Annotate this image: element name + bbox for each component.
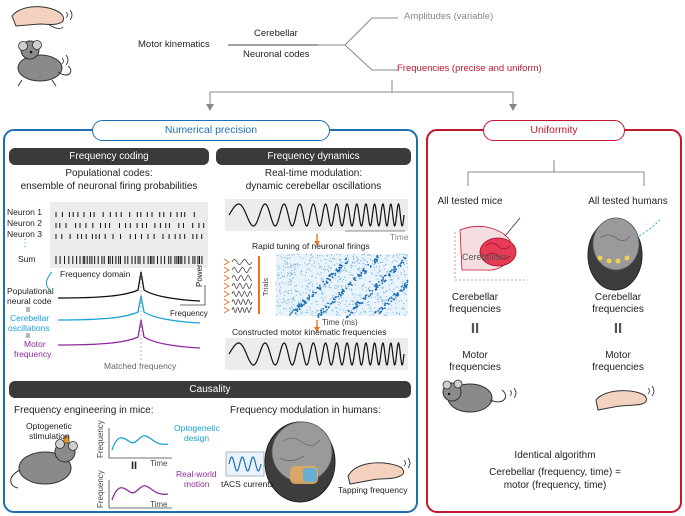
frequency-domain-label: Frequency domain	[60, 269, 131, 279]
human-cereb-freq-label-2: frequencies	[592, 304, 644, 315]
uniformity-title: Uniformity	[483, 120, 625, 141]
frequencies-label: Frequencies (precise and uniform)	[397, 63, 542, 74]
mouse-cereb-freq-label-1: Cerebellar	[451, 292, 499, 303]
hand-uniformity-icon	[595, 385, 655, 411]
human-motor-freq-label-1: Motor	[605, 350, 631, 361]
neuronal-codes-label: Neuronal codes	[243, 49, 310, 60]
identical-algorithm-label: Identical algorithm	[514, 450, 596, 461]
optogenetic-stimulation-label-1: Optogenetic	[26, 421, 72, 431]
formula-line-2: motor (frequency, time)	[503, 480, 607, 491]
pop-code-label-2: neural code	[7, 296, 52, 306]
frequency-modulation-humans-title: Frequency modulation in humans:	[230, 405, 381, 416]
populational-codes-title: Populational codes:	[65, 168, 153, 179]
mouse-cereb-freq-label-2: frequencies	[449, 304, 501, 315]
mouse-motor-freq-label-1: Motor	[462, 350, 488, 361]
equiv-sign-2: II	[26, 333, 30, 340]
real-world-motion-label-1: Real-world	[176, 469, 217, 479]
equiv-sign-1: II	[26, 307, 30, 314]
frequency-axis-top: Frequency	[96, 420, 105, 458]
mouse-equiv-sign: II	[470, 320, 480, 337]
optogenetic-stimulation-label-2: stimulation	[29, 431, 70, 441]
optogenetic-design-label-1: Optogenetic	[174, 423, 220, 433]
neuron-2-label: Neuron 2	[7, 218, 42, 228]
motor-kinematics-label: Motor kinematics	[138, 39, 210, 50]
ellipsis-dots: ⋮	[20, 238, 30, 249]
sum-label: Sum	[18, 254, 36, 264]
time-label-top: Time	[390, 232, 409, 242]
human-head-uniformity-icon	[587, 217, 661, 291]
cereb-osc-label-2: oscillations	[8, 323, 50, 333]
tapping-hand-icon	[347, 457, 411, 485]
human-motor-freq-label-2: frequencies	[592, 362, 644, 373]
time-axis-bottom: Time	[150, 500, 168, 509]
human-cereb-freq-label-1: Cerebellar	[594, 292, 642, 303]
formula-line-1: Cerebellar (frequency, time) =	[489, 467, 621, 478]
mouse-motor-freq-label-2: frequencies	[449, 362, 501, 373]
causality-equiv-sign: II	[131, 460, 138, 472]
cerebellar-label: Cerebellar	[254, 28, 298, 39]
populational-codes-subtitle: ensemble of neuronal firing probabilitie…	[20, 181, 198, 192]
neuron-1-label: Neuron 1	[7, 207, 42, 217]
cerebellum-label: Cerebellum	[462, 252, 509, 262]
hand-icon	[11, 6, 73, 29]
all-tested-humans-label: All tested humans	[588, 196, 668, 207]
amplitudes-label: Amplitudes (variable)	[404, 11, 494, 22]
mouse-icon	[17, 40, 72, 87]
all-tested-mice-label: All tested mice	[437, 196, 503, 207]
spike-raster	[55, 212, 205, 264]
frequency-axis-bottom: Frequency	[96, 470, 105, 508]
pop-code-label-1: Populational	[7, 286, 54, 296]
optogenetic-mouse-icon	[10, 435, 78, 489]
optogenetic-design-label-2: design	[184, 433, 210, 443]
tacs-currents-label: tACS currents	[221, 479, 274, 489]
cereb-osc-label-1: Cerebellar	[10, 313, 50, 323]
frequency-dynamics-header: Frequency dynamics	[216, 148, 411, 165]
human-head-icon	[264, 421, 336, 503]
real-time-modulation-title: Real-time modulation:	[264, 168, 363, 179]
neuron-3-label: Neuron 3	[7, 229, 42, 239]
mouse-brain-icon	[454, 217, 525, 281]
numerical-precision-title: Numerical precision	[92, 120, 330, 141]
human-equiv-sign: II	[613, 320, 623, 337]
constructed-kinematics-label: Constructed motor kinematic frequencies	[232, 327, 387, 337]
real-world-motion-label-2: motion	[184, 479, 210, 489]
trial-raster	[276, 254, 408, 316]
chirp-wave	[228, 202, 405, 228]
mouse-uniformity-icon	[442, 379, 517, 413]
frequency-coding-header: Frequency coding	[9, 148, 209, 165]
rapid-tuning-label: Rapid tuning of neuronal firings	[252, 241, 370, 251]
time-ms-axis-label: Time (ms)	[322, 318, 358, 327]
tapping-frequency-label: Tapping frequency	[338, 485, 408, 495]
time-axis-top: Time	[150, 459, 168, 468]
causality-header: Causality	[9, 381, 411, 398]
matched-frequency-label: Matched frequency	[104, 361, 177, 371]
power-axis-label: Power	[195, 264, 204, 287]
frequency-axis-label: Frequency	[170, 309, 208, 318]
frequency-engineering-title: Frequency engineering in mice:	[14, 405, 154, 416]
trials-axis-label: Trials	[261, 277, 270, 296]
real-time-modulation-subtitle: dynamic cerebellar oscillations	[245, 181, 382, 192]
motor-freq-label-1: Motor	[24, 339, 46, 349]
constructed-wave	[228, 341, 405, 367]
motor-freq-label-2: frequency	[14, 349, 52, 359]
